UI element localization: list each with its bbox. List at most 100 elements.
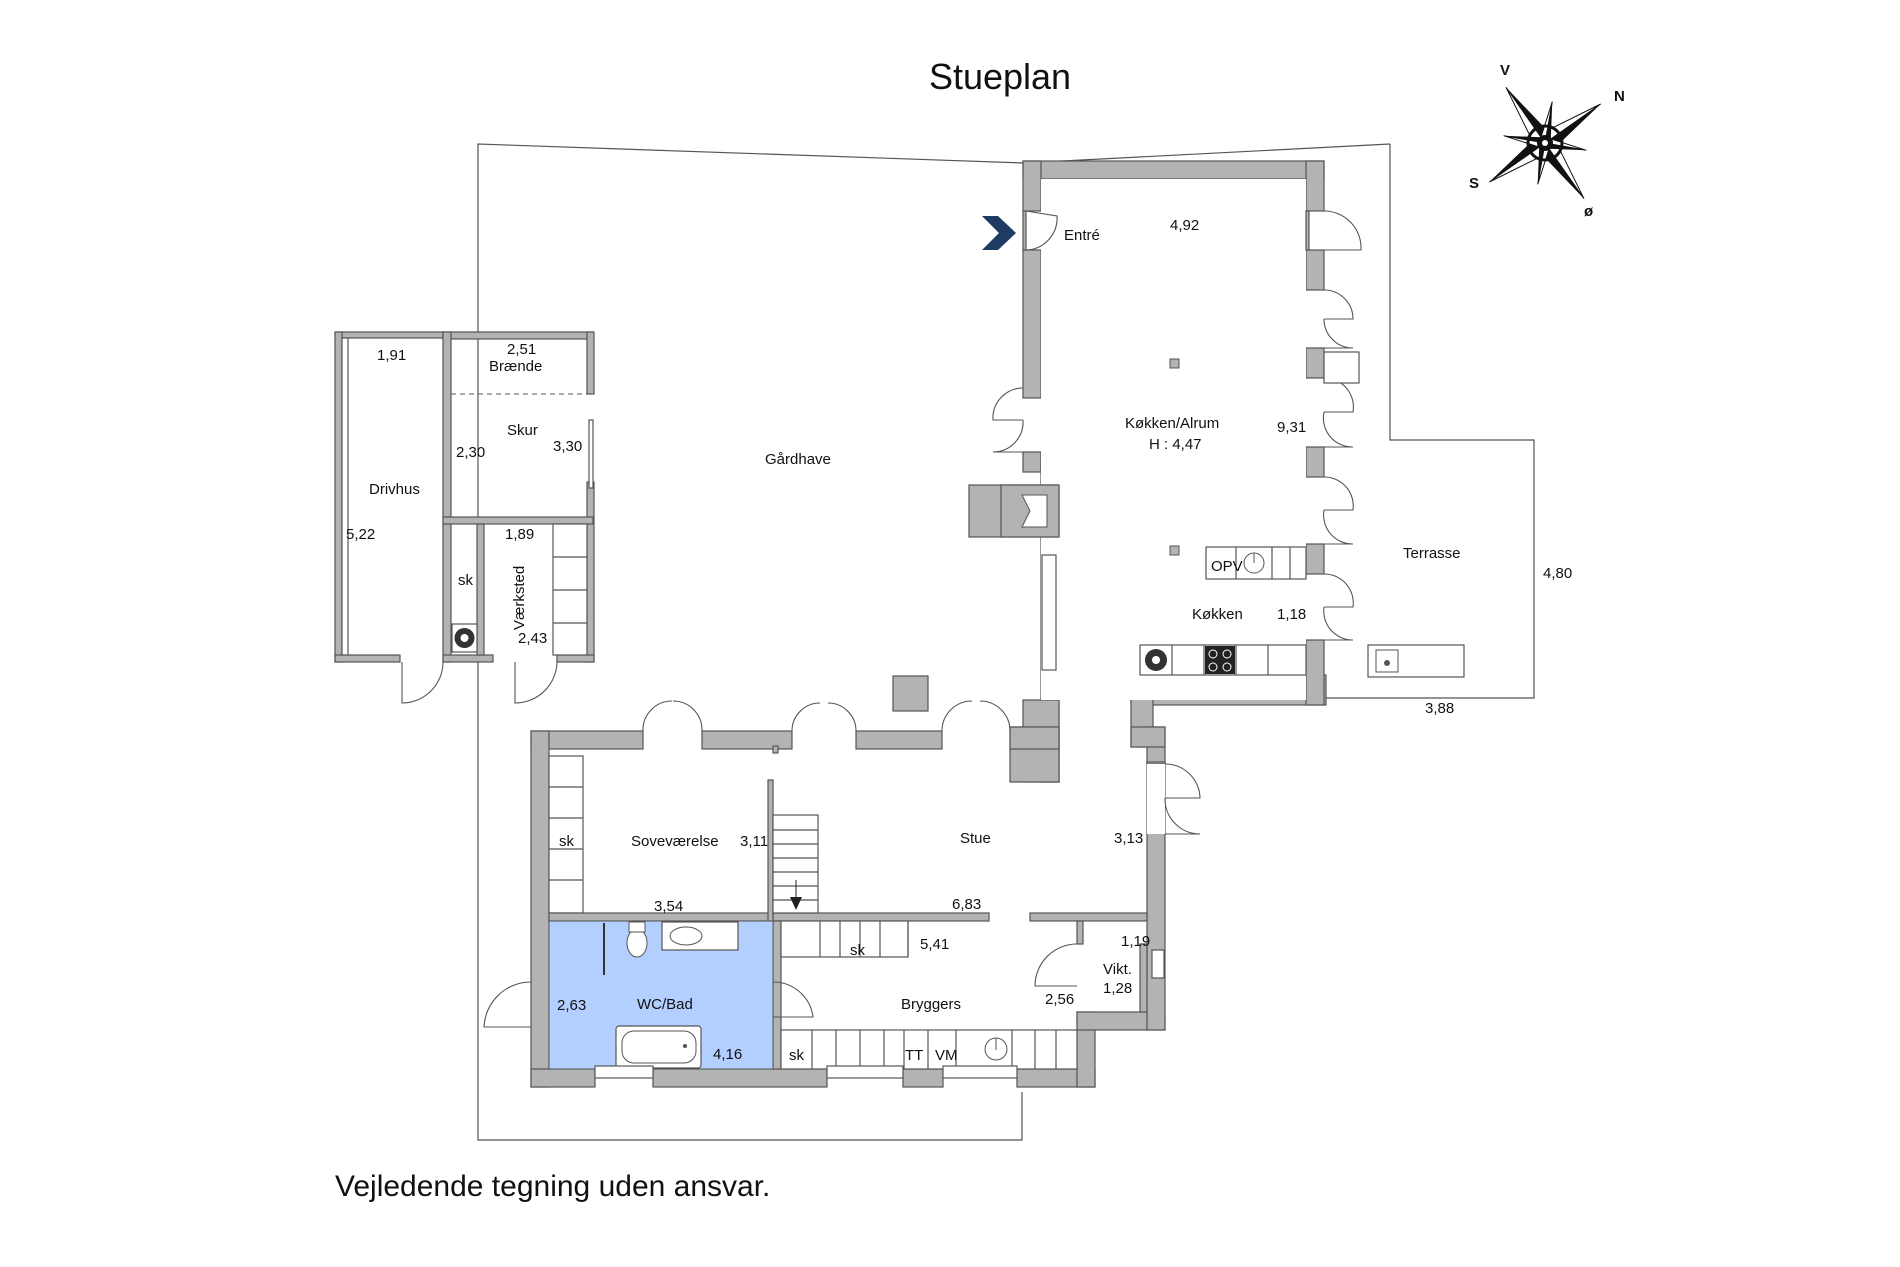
room-label-entre: Entré — [1064, 227, 1100, 244]
compass-o: ø — [1584, 203, 1594, 220]
terrace-door-3b[interactable] — [1322, 411, 1354, 448]
fixture-label-sk-utility: sk — [789, 1047, 805, 1064]
room-label-drivhus: Drivhus — [369, 481, 420, 498]
workshop-heater-icon — [451, 623, 478, 653]
room-label-vikt: Vikt. — [1103, 961, 1132, 978]
terrace-door-4a[interactable] — [1323, 476, 1354, 511]
room-label-wc-bad: WC/Bad — [637, 996, 693, 1013]
stue-door-b[interactable] — [1164, 797, 1201, 835]
room-label-skur: Skur — [507, 422, 538, 439]
terrace-door-1[interactable] — [1323, 210, 1362, 251]
terrace-door-2b[interactable] — [1323, 318, 1354, 349]
bathroom-exterior-door[interactable] — [483, 981, 532, 1028]
kitchen-island — [1205, 546, 1307, 580]
garden-door-h[interactable] — [979, 700, 1011, 732]
terrace-door-5b[interactable] — [1323, 606, 1354, 641]
garden-door-g[interactable] — [941, 700, 973, 732]
dim-label: 3,88 — [1425, 700, 1454, 717]
dim-label: 1,28 — [1103, 980, 1132, 997]
vikt-window — [1151, 949, 1165, 979]
fixture-label-opv: OPV — [1211, 558, 1243, 575]
column — [1169, 545, 1180, 556]
garden-door-e[interactable] — [791, 702, 821, 732]
room-label-kokken-alrum: Køkken/Alrum — [1125, 415, 1219, 432]
dim-label: 5,22 — [346, 526, 375, 543]
fixture-label-sk-bedroom: sk — [559, 833, 575, 850]
staircase — [772, 814, 909, 958]
compass-s: S — [1469, 175, 1479, 192]
terrace-boundary — [1325, 144, 1535, 699]
compass-n: N — [1614, 88, 1625, 105]
kitchen-counter — [1139, 644, 1307, 676]
terrace-door-5a[interactable] — [1323, 573, 1354, 608]
kitchen-wing-inner — [1041, 179, 1306, 700]
utility-window-1 — [826, 1065, 904, 1079]
front-door[interactable] — [1025, 210, 1058, 251]
dim-label: 3,54 — [654, 898, 683, 915]
compass-rose-icon — [1489, 87, 1601, 199]
dim-label: 3,13 — [1114, 830, 1143, 847]
dim-label: 2,63 — [557, 997, 586, 1014]
room-label-sovevaerelse: Soveværelse — [631, 833, 719, 850]
compass-v: V — [1500, 62, 1510, 79]
disclaimer-text: Vejledende tegning uden ansvar. — [335, 1170, 771, 1203]
room-label-height: H : 4,47 — [1149, 436, 1202, 453]
utility-window-2 — [942, 1065, 1018, 1079]
workshop-door[interactable] — [514, 661, 558, 704]
terrace-door-2a[interactable] — [1323, 289, 1354, 320]
fixture-label-sk-workshop: sk — [458, 572, 474, 589]
dim-label: 3,11 — [740, 833, 768, 850]
garden-door-d[interactable] — [672, 700, 703, 732]
dim-label: 9,31 — [1277, 419, 1306, 436]
room-label-gardhave: Gårdhave — [765, 451, 831, 468]
workshop-shelves — [552, 523, 588, 656]
terrace-door-4b[interactable] — [1323, 509, 1354, 545]
garden-door-b[interactable] — [992, 419, 1024, 453]
garden-door-a[interactable] — [992, 387, 1024, 421]
wall-stub — [772, 745, 779, 754]
dim-label: 4,80 — [1543, 565, 1572, 582]
terrace-counter — [1367, 644, 1465, 678]
shed-walls — [442, 331, 595, 663]
dim-label: 5,41 — [920, 936, 949, 953]
dim-label: 3,30 — [553, 438, 582, 455]
greenhouse-walls — [334, 331, 444, 663]
page-title: Stueplan — [928, 56, 1072, 97]
stue-door-opening — [1147, 764, 1165, 834]
room-label-stue: Stue — [960, 830, 991, 847]
utility-counter — [780, 1029, 1078, 1070]
garden-door-f[interactable] — [827, 702, 857, 732]
fixture-label-sk-hall: sk — [850, 942, 866, 959]
chimney — [892, 675, 929, 712]
fixture-label-vm: VM — [935, 1047, 958, 1064]
garden-door-c[interactable] — [642, 700, 673, 732]
terrace-post — [1323, 351, 1360, 384]
fireplace — [968, 484, 1060, 538]
entrance-arrow-icon — [982, 216, 1016, 250]
room-label-bryggers: Bryggers — [901, 996, 961, 1013]
fixture-label-tt: TT — [905, 1047, 923, 1064]
dim-label: 1,18 — [1277, 606, 1306, 623]
property-boundary-top — [1023, 143, 1391, 164]
dim-label: 2,56 — [1045, 991, 1074, 1008]
property-boundary — [477, 143, 1025, 1141]
room-label-kokken: Køkken — [1192, 606, 1243, 623]
shed-sliding-door[interactable] — [588, 419, 594, 489]
vikt-door[interactable] — [1034, 943, 1078, 987]
dim-label: 4,92 — [1170, 217, 1199, 234]
interior-walls — [548, 779, 1148, 1070]
east-jamb — [1305, 210, 1310, 251]
dim-label: 2,51 — [507, 341, 536, 358]
bathroom-window — [594, 1065, 654, 1079]
room-label-braende: Brænde — [489, 358, 542, 375]
stue-door-a[interactable] — [1164, 763, 1201, 799]
bathroom-fixtures — [603, 921, 739, 1069]
room-label-vaerksted: Værksted — [511, 566, 528, 630]
greenhouse-door[interactable] — [401, 661, 444, 704]
column — [1169, 358, 1180, 369]
dim-label: 1,89 — [505, 526, 534, 543]
bathroom-door[interactable] — [772, 981, 814, 1018]
room-label-terrasse: Terrasse — [1403, 545, 1461, 562]
dim-label: 6,83 — [952, 896, 981, 913]
